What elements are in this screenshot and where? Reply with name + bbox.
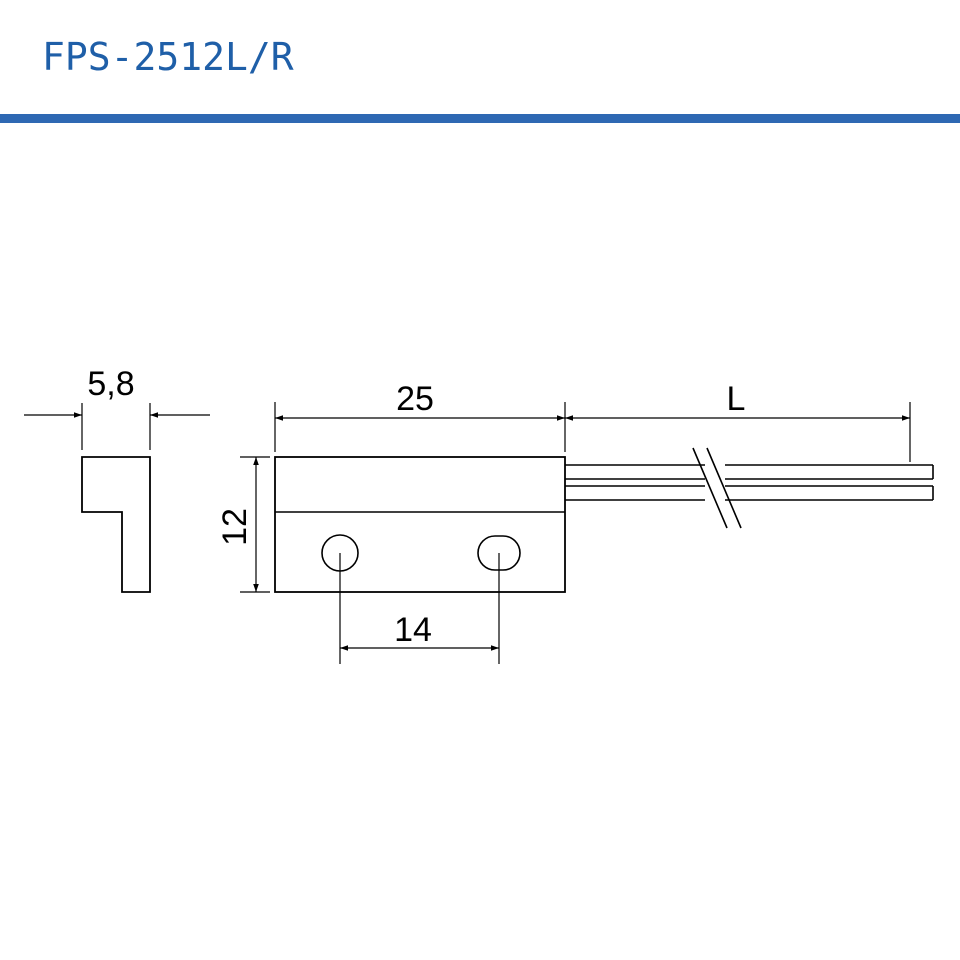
- page-title: FPS-2512L/R: [42, 35, 294, 79]
- front-view: 25 12 14: [216, 380, 934, 664]
- height-label: 12: [216, 508, 254, 546]
- side-profile: [81, 456, 151, 593]
- side-width-label: 5,8: [87, 365, 134, 403]
- sensor-body: [274, 456, 566, 593]
- length-label: 25: [396, 380, 434, 418]
- side-view: 5,8: [24, 365, 210, 593]
- hole-spacing-label: 14: [394, 611, 432, 649]
- cable-length-label: L: [727, 380, 746, 418]
- cable-break-symbol: [692, 447, 742, 529]
- cable-wires: [565, 464, 934, 501]
- header-rule: [0, 114, 960, 123]
